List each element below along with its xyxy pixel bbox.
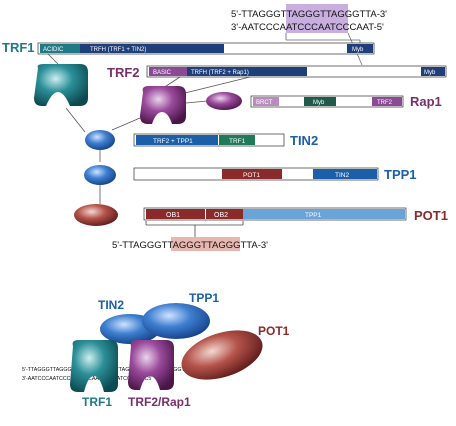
- pot1-bound-dna: 5'-TTAGGGTTAGGGTTAGGGTTA-3': [112, 237, 268, 251]
- trf1-myb-domain: [347, 44, 373, 53]
- trf2-domain-map: TRF2 BASIC TRFH (TRF2 + Rap1) Myb: [107, 65, 447, 94]
- top-dna: 5'-TTAGGGTTAGGGTTAGGGTTA-3' 3'-AATCCCAAT…: [231, 4, 387, 66]
- trf2-trfh-domain: [187, 67, 307, 76]
- pot1-ob2-domain: [206, 209, 243, 219]
- trf2-myb-label: Myb: [424, 70, 436, 76]
- tpp1-tin2-domain: [313, 169, 377, 179]
- rap1-myb-domain: [304, 97, 336, 106]
- trf1-acidic-domain: [40, 44, 80, 53]
- rap1-trf2-domain: [372, 97, 402, 106]
- trf2-myb-domain: [421, 67, 445, 76]
- trf1-label: TRF1: [2, 40, 35, 55]
- pot1-tpp1-domain: [243, 209, 405, 219]
- shelterin-complex: 5'-TTAGGGTTAGGGTTAGGGTTAGGGTTAGGGTTAGGGT…: [22, 291, 290, 409]
- complex-tpp1-shape: [142, 303, 210, 339]
- tin2-trf2-tpp1-label: TRF2 + TPP1: [153, 138, 193, 145]
- rap1-protein-shape: [206, 92, 242, 110]
- rap1-trf2-label: TRF2: [377, 100, 393, 106]
- complex-trf1-label: TRF1: [82, 395, 112, 409]
- trf1-myb-label: Myb: [352, 47, 364, 53]
- top-dna-strand2: 3'-AATCCCAATCCCAATCCCAAT-5': [231, 22, 384, 33]
- trf1-trfh-domain: [80, 44, 224, 53]
- tin2-trf1-domain: [219, 135, 255, 145]
- trf1-trfh-label: TRFH (TRF1 + TIN2): [90, 47, 146, 53]
- trf1-acidic-label: ACIDIC: [43, 47, 64, 53]
- pot1-ob2-label: OB2: [214, 212, 228, 219]
- complex-trf2-rap1-label: TRF2/Rap1: [128, 395, 191, 409]
- top-dna-highlight: [286, 4, 348, 33]
- rap1-myb-label: Myb: [313, 100, 325, 106]
- rap1-label: Rap1: [410, 94, 442, 109]
- pot1-ob1-label: OB1: [166, 212, 180, 219]
- pot1-dna-sequence: 5'-TTAGGGTTAGGGTTAGGGTTA-3': [112, 240, 268, 251]
- pot1-tpp1-label: TPP1: [305, 212, 322, 219]
- trf2-label: TRF2: [107, 65, 140, 80]
- tpp1-domain-map: POT1 TIN2 TPP1: [133, 167, 417, 182]
- complex-pot1-label: POT1: [258, 324, 290, 338]
- trf1-protein-shape: [34, 64, 88, 106]
- tin2-trf2-tpp1-domain: [136, 135, 218, 145]
- complex-trf2-rap1-shape: [128, 340, 174, 390]
- tpp1-pot1-domain: [222, 169, 282, 179]
- tin2-protein-shape: [85, 130, 115, 150]
- pot1-protein-shape: [74, 204, 118, 226]
- complex-trf1-shape: [70, 340, 118, 392]
- pot1-ob1-domain: [146, 209, 205, 219]
- complex-tpp1-label: TPP1: [189, 291, 219, 305]
- trf2-trfh-label: TRFH (TRF2 + Rap1): [191, 70, 249, 76]
- trf1-domain-map: TRF1 ACIDIC TRFH (TRF1 + TIN2) Myb: [2, 40, 375, 55]
- tpp1-protein-shape: [84, 165, 116, 185]
- tin2-domain-map: TRF2 + TPP1 TRF1 TIN2: [133, 133, 318, 148]
- pot1-label: POT1: [414, 208, 448, 223]
- rap1-brct-label: BRCT: [256, 100, 273, 106]
- tpp1-label: TPP1: [384, 167, 417, 182]
- trf2-basic-label: BASIC: [153, 70, 172, 76]
- pot1-domain-map: OB1 OB2 TPP1 POT1: [143, 207, 448, 223]
- tin2-trf1-label: TRF1: [229, 138, 246, 145]
- rap1-domain-map: BRCT Myb TRF2 Rap1: [250, 94, 442, 109]
- tpp1-pot1-label: POT1: [243, 172, 260, 179]
- complex-tin2-label: TIN2: [98, 298, 124, 312]
- pot1-dna-highlight: [171, 237, 240, 251]
- rap1-brct-domain: [253, 97, 279, 106]
- complex-pot1-shape: [181, 330, 263, 380]
- tin2-label: TIN2: [290, 133, 318, 148]
- top-dna-strand1: 5'-TTAGGGTTAGGGTTAGGGTTA-3': [231, 9, 387, 20]
- tpp1-tin2-label: TIN2: [335, 172, 349, 179]
- trf2-basic-domain: [149, 67, 187, 76]
- trf2-protein-shape: [140, 86, 186, 124]
